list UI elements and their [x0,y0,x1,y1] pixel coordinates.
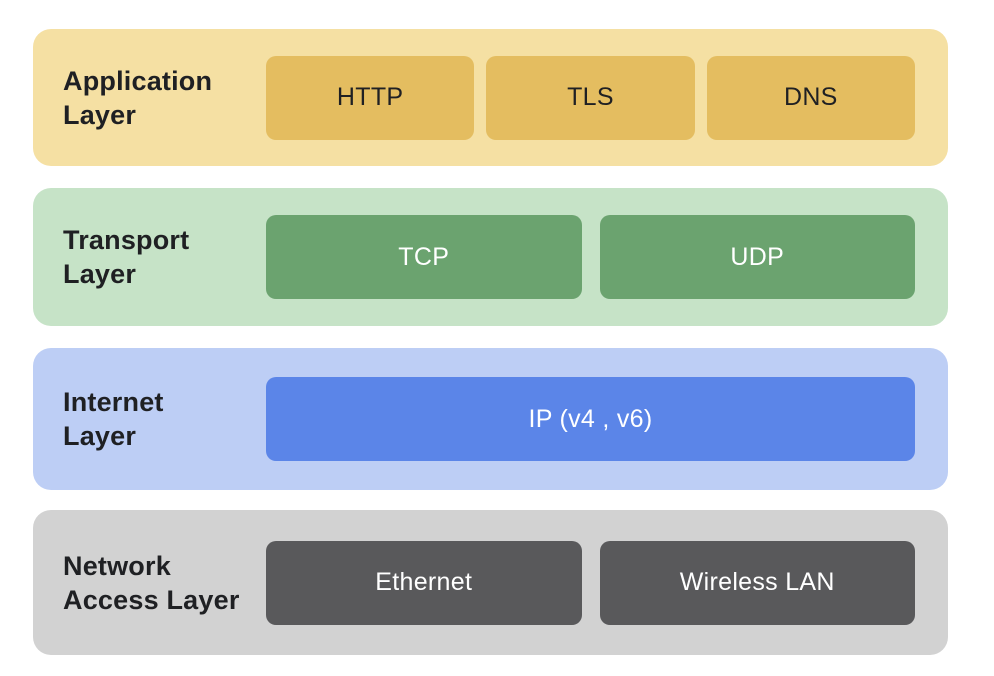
protocol-boxes-internet: IP (v4 , v6) [266,377,915,461]
protocol-box-ip: IP (v4 , v6) [266,377,915,461]
protocol-box-tls: TLS [486,55,695,140]
layer-row-internet: Internet Layer IP (v4 , v6) [33,348,948,490]
protocol-box-ethernet: Ethernet [266,540,582,625]
protocol-box-http: HTTP [266,55,475,140]
protocol-box-udp: UDP [599,215,915,299]
protocol-box-tcp: TCP [266,215,582,299]
layer-label-internet: Internet Layer [63,387,164,451]
layer-label-application: Application Layer [63,65,213,130]
layer-label-transport: Transport Layer [63,225,190,289]
protocol-box-wireless-lan: Wireless LAN [599,540,915,625]
layer-row-application: Application Layer HTTP TLS DNS [33,29,948,166]
protocol-boxes-transport: TCP UDP [266,215,915,299]
protocol-boxes-network-access: Ethernet Wireless LAN [266,540,915,625]
layer-row-transport: Transport Layer TCP UDP [33,188,948,326]
protocol-box-dns: DNS [706,55,915,140]
layer-label-network-access: Network Access Layer [63,550,240,615]
protocol-boxes-application: HTTP TLS DNS [266,55,915,140]
layer-row-network-access: Network Access Layer Ethernet Wireless L… [33,510,948,655]
